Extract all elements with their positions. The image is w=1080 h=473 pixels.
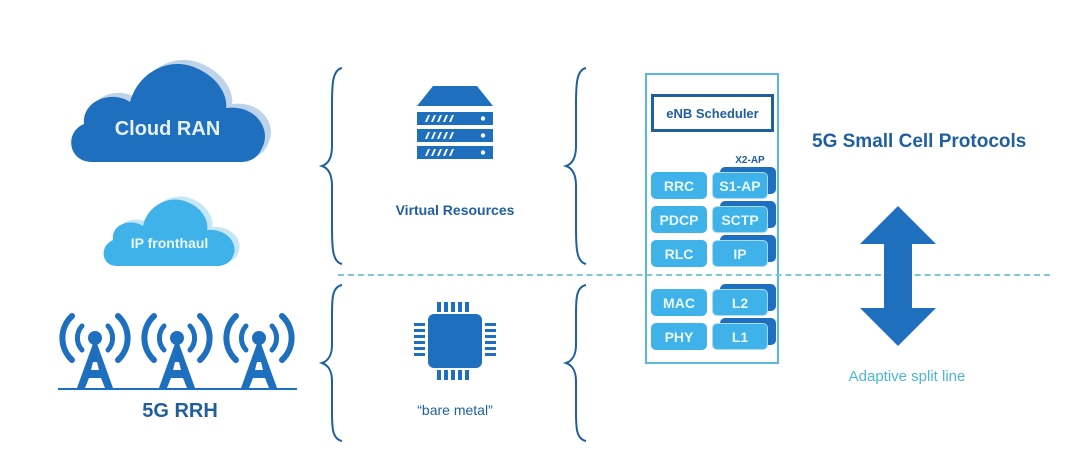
protocol-sctp: SCTP [712, 206, 768, 233]
protocol-l2: L2 [712, 289, 768, 316]
brace-right-bottom [562, 284, 587, 442]
cloud-ran-label: Cloud RAN [114, 118, 221, 140]
cloud-icon [103, 196, 240, 266]
small-cell-protocols-title: 5G Small Cell Protocols [812, 131, 1027, 152]
protocol-s1-ap: S1-AP [712, 172, 768, 199]
protocol-phy: PHY [651, 323, 707, 350]
protocol-rrc: RRC [651, 172, 707, 199]
protocol-l1: L1 [712, 323, 768, 350]
brace-left-top [318, 67, 343, 265]
x2-ap-label: X2-AP [735, 155, 765, 166]
cpu-chip-icon [414, 302, 496, 380]
enb-scheduler-box: eNB Scheduler [651, 94, 774, 132]
protocol-mac: MAC [651, 289, 707, 316]
server-rack-icon [417, 86, 493, 159]
protocol-pdcp: PDCP [651, 206, 707, 233]
double-arrow-vertical-icon [860, 206, 936, 346]
bare-metal-label: “bare metal” [417, 402, 493, 418]
adaptive-split-caption: Adaptive split line [848, 368, 966, 385]
cloud-ran-group: Cloud RAN [60, 50, 275, 170]
cloud-icon [71, 59, 271, 162]
rrh-towers [55, 312, 305, 392]
cell-tower-icon [141, 313, 213, 388]
protocol-rlc: RLC [651, 240, 707, 267]
adaptive-split-line [338, 274, 1050, 276]
brace-right-top [562, 67, 587, 265]
protocol-ip: IP [712, 240, 768, 267]
virtual-resources-label: Virtual Resources [395, 202, 515, 218]
ip-fronthaul-group: IP fronthaul [97, 190, 242, 272]
brace-left-bottom [318, 284, 343, 442]
cell-tower-icon [59, 313, 131, 388]
rrh-label: 5G RRH [142, 400, 218, 422]
cell-tower-icon [223, 313, 295, 388]
ip-fronthaul-label: IP fronthaul [130, 235, 209, 251]
